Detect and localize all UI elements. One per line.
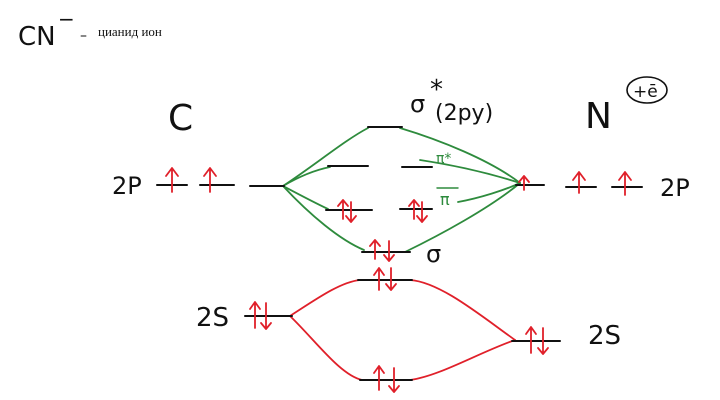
carbon-symbol: C [168,98,193,139]
electron-arrows [165,167,632,393]
extra-electron-label: +ē [633,82,658,102]
s-line-to-sigma-s-star-left [289,315,363,381]
c-2s-electron-pair [249,301,272,330]
sigma-star-symbol: σ [410,90,425,118]
s-line-to-sigma-s-left [289,279,361,317]
c-2p-label: 2P [112,172,142,200]
c-2p-electron-1 [165,167,179,193]
sigma-star-orbital: (2py) [435,101,493,126]
sigma-s-electron-pair [373,267,397,291]
n-2p-electron-2 [618,171,632,196]
p-line-to-pi-right [457,182,521,203]
n-2p-electron-1 [572,171,586,194]
p-line-to-sigma-right [404,182,521,253]
nitrogen-symbol: N [585,96,612,137]
title-dash: – [80,28,87,44]
pi-label: π [440,190,450,209]
c-2s-label: 2S [196,303,229,333]
s-line-to-sigma-s-star-right [409,339,516,381]
p-line-to-pi-left [282,185,329,210]
extra-electron-circle [626,76,668,104]
p-block-lines [282,127,521,253]
pi-b-electron-pair [408,199,428,223]
sigma-star-mark: * [430,75,443,105]
pi-a-electron-pair [337,199,357,223]
n-2p-label: 2P [660,174,690,202]
sigma-s-star-electron-pair [373,365,400,393]
formula-charge: − [58,7,75,31]
p-line-to-sigma-left [282,185,365,251]
sigma-label: σ [426,240,441,268]
c-2p-electron-2 [203,167,217,193]
p-line-to-pi-star-left [282,166,331,187]
n-2s-label: 2S [588,321,621,351]
pi-star-label: π* [436,151,451,167]
n-2s-electron-pair [525,326,549,355]
s-block-lines [289,279,516,381]
n-2p-electron-3 [518,175,530,191]
p-line-to-pi-star-right [419,159,521,184]
formula-main: CN [18,22,56,52]
title-caption: цианид ион [98,24,162,39]
sigma-electron-pair [369,239,395,262]
p-line-to-sigma-star-left [282,127,369,187]
s-line-to-sigma-s-right [409,279,516,341]
p-line-to-sigma-star-right [399,127,521,184]
energy-levels [156,126,643,381]
